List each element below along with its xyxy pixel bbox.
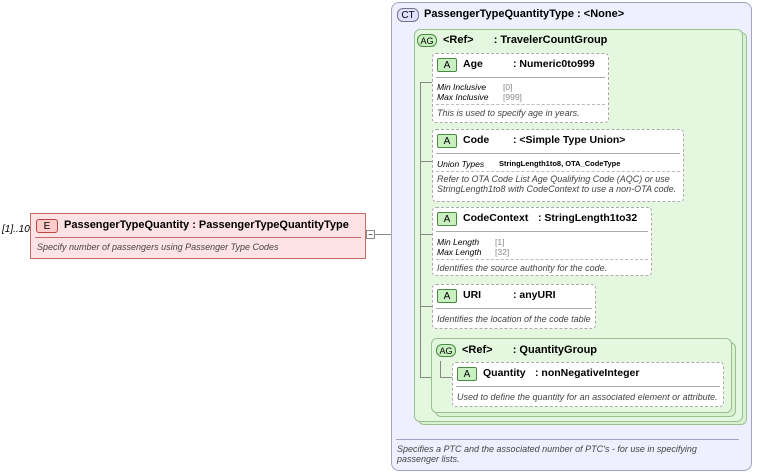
complex-type-name: PassengerTypeQuantityType [424,8,574,20]
attribute-quantity: A Quantity : nonNegativeInteger Used to … [452,362,724,407]
attribute-name: URI [463,289,482,301]
attribute-doc: Used to define the quantity for an assoc… [457,392,718,402]
attribute-badge: A [437,289,457,303]
element-title: PassengerTypeQuantity : PassengerTypeQua… [64,219,349,231]
attribute-codecontext: A CodeContext : StringLength1to32 Min Le… [432,207,652,276]
facet-label: Min Inclusive [437,82,487,92]
group-title: <Ref> : QuantityGroup [462,344,597,356]
attribute-type: : anyURI [513,289,556,301]
element-badge: E [36,219,58,233]
facet-value: [999] [503,92,522,102]
attribute-badge: A [437,134,457,148]
group-ref: <Ref> [462,344,493,356]
attribute-doc: Identifies the location of the code tabl… [437,314,591,324]
attribute-type: : StringLength1to32 [538,212,638,224]
facet-label: Min Length [437,237,480,247]
facet-label: Union Types [437,159,485,169]
complex-type-title: PassengerTypeQuantityType : <None> [424,8,624,20]
group-name: : QuantityGroup [512,344,598,356]
facet-value: [32] [495,247,510,257]
group-name: : TravelerCountGroup [493,34,608,46]
element-type: : PassengerTypeQuantityType [192,219,349,231]
attribute-type: : nonNegativeInteger [535,367,640,379]
attribute-name: Age [463,58,483,70]
attribute-badge: A [437,212,457,226]
element-name: PassengerTypeQuantity [64,219,190,231]
attribute-code: A Code : <Simple Type Union> Union Types… [432,129,684,202]
facet-value: StringLength1to8, OTA_CodeType [499,159,621,168]
complex-type-base: : <None> [577,8,625,20]
group-ref: <Ref> [443,34,474,46]
facet-label: Max Length [437,247,482,257]
group-badge: AG [417,34,437,47]
attribute-name: Code [463,134,490,146]
facet-value: [0] [503,82,513,92]
attribute-badge: A [457,367,477,381]
attribute-doc: This is used to specify age in years. [437,108,580,118]
element-doc: Specify number of passengers using Passe… [37,242,279,252]
attribute-name: Quantity [483,367,526,379]
complex-type-badge: CT [397,8,419,22]
group-badge: AG [436,344,456,357]
group-title: <Ref> : TravelerCountGroup [443,34,607,46]
facet-value: [1] [495,237,505,247]
attribute-age: A Age : Numeric0to999 Min Inclusive [0] … [432,53,609,123]
expand-toggle[interactable]: − [366,230,375,239]
facet-label: Max Inclusive [437,92,489,102]
attribute-uri: A URI : anyURI Identifies the location o… [432,284,596,329]
element-box[interactable]: E PassengerTypeQuantity : PassengerTypeQ… [30,213,366,259]
complex-type-doc: Specifies a PTC and the associated numbe… [397,444,697,464]
element-cardinality: [1]..10 [2,224,30,235]
attribute-doc: Refer to OTA Code List Age Qualifying Co… [437,174,677,194]
attribute-doc: Identifies the source authority for the … [437,263,608,273]
attribute-type: : Numeric0to999 [513,58,595,70]
attribute-type: : <Simple Type Union> [513,134,626,146]
attribute-name: CodeContext [463,212,529,224]
attribute-badge: A [437,58,457,72]
